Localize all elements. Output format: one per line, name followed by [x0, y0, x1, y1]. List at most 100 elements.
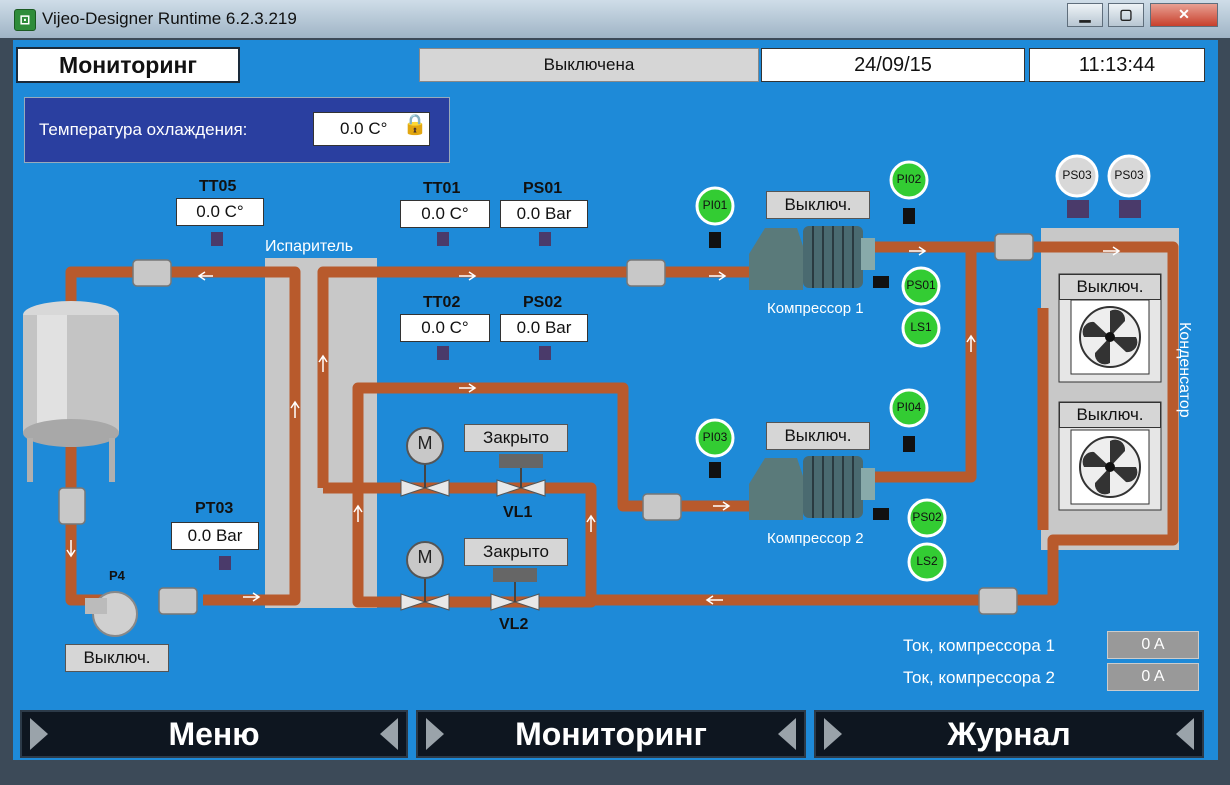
flow-arrow	[1103, 246, 1121, 256]
pump-label: P4	[109, 568, 125, 583]
triangle-left-icon	[426, 718, 444, 750]
nav-menu-button[interactable]: Меню	[20, 710, 408, 758]
flow-arrow	[709, 271, 727, 281]
motor-icon: M	[417, 433, 433, 453]
compressor-1[interactable]	[749, 226, 875, 290]
flow-arrow	[586, 514, 596, 532]
valve-vl1-group[interactable]	[400, 427, 546, 497]
date-display: 24/09/15	[761, 48, 1025, 82]
hand-valve[interactable]	[626, 259, 666, 287]
ps01-value: 0.0 Bar	[500, 200, 588, 228]
probe-icon	[539, 346, 551, 360]
valve1-label: VL1	[503, 504, 533, 521]
nav-menu-label: Меню	[168, 716, 260, 752]
triangle-right-icon	[1176, 718, 1194, 750]
fan2-state[interactable]: Выключ.	[1059, 402, 1161, 428]
indicator-pi04-label: PI04	[896, 400, 922, 414]
current1-label: Ток, компрессора 1	[903, 636, 1056, 655]
current2-label: Ток, компрессора 2	[903, 668, 1056, 687]
lock-icon[interactable]: 🔒	[402, 114, 428, 136]
indicator-pi01	[695, 186, 735, 226]
probe-icon	[539, 232, 551, 246]
flow-arrow	[713, 501, 731, 511]
flow-arrow	[966, 334, 976, 352]
close-button[interactable]: ✕	[1150, 3, 1218, 27]
tt01-value: 0.0 C°	[400, 200, 490, 228]
valve-vl2-group[interactable]	[400, 541, 540, 611]
pipe-return-tank	[65, 266, 301, 606]
hand-valve[interactable]	[158, 587, 198, 615]
switch-icon	[873, 276, 889, 288]
indicator-pi01-label: PI01	[702, 198, 728, 212]
tt02-tag: TT02	[423, 294, 461, 311]
ps01-tag: PS01	[523, 180, 563, 197]
fan1-state[interactable]: Выключ.	[1059, 274, 1161, 300]
current2-value: 0 A	[1107, 663, 1199, 691]
probe-icon	[437, 232, 449, 246]
screen-title: Мониторинг	[16, 47, 240, 83]
tt05-tag: TT05	[199, 178, 237, 195]
indicator-pi03	[695, 418, 735, 458]
hand-valve[interactable]	[642, 493, 682, 521]
window-title: Vijeo-Designer Runtime 6.2.3.219	[42, 9, 297, 28]
flow-arrow	[197, 271, 213, 281]
indicator-ls2-label: LS2	[916, 554, 938, 568]
app-icon: ⊡	[14, 9, 36, 31]
switch-icon	[873, 508, 889, 520]
flow-arrow	[243, 592, 261, 602]
pump-state[interactable]: Выключ.	[65, 644, 169, 672]
indicator-ps01	[901, 266, 941, 306]
process-diagram	[23, 154, 1179, 637]
storage-tank	[23, 301, 119, 482]
system-status: Выключена	[419, 48, 759, 82]
gauge-ps03-b-label: PS03	[1114, 168, 1144, 182]
cooling-temp-input[interactable]: 0.0 C°	[313, 112, 430, 146]
indicator-ls2	[907, 542, 947, 582]
comp2-state[interactable]: Выключ.	[766, 422, 870, 450]
tt05-value: 0.0 C°	[176, 198, 264, 226]
evaporator-label: Испаритель	[265, 238, 354, 255]
pipe-to-compressor1	[317, 266, 753, 488]
minimize-button[interactable]: ▁	[1067, 3, 1103, 27]
gauge-ps03-b	[1107, 154, 1151, 198]
valve2-state[interactable]: Закрыто	[464, 538, 568, 566]
indicator-pi02	[889, 160, 929, 200]
switch-icon	[709, 462, 721, 478]
compressor-2[interactable]	[749, 456, 875, 520]
flow-arrow	[705, 595, 723, 605]
switch-icon	[903, 208, 915, 224]
hand-valve[interactable]	[132, 259, 172, 287]
indicator-pi03-label: PI03	[702, 430, 728, 444]
pump-p4[interactable]	[85, 591, 138, 637]
ps02-tag: PS02	[523, 294, 563, 311]
comp1-state[interactable]: Выключ.	[766, 191, 870, 219]
gauge-ps03-a-label: PS03	[1062, 168, 1092, 182]
hand-valve[interactable]	[58, 487, 86, 525]
flow-arrow	[459, 271, 477, 281]
nav-monitoring-button[interactable]: Мониторинг	[416, 710, 806, 758]
indicator-ls1-label: LS1	[910, 320, 932, 334]
hand-valve[interactable]	[994, 233, 1034, 261]
indicator-pi02-label: PI02	[896, 172, 922, 186]
probe-icon	[1067, 200, 1089, 218]
pipe-valves	[323, 382, 773, 608]
nav-journal-label: Журнал	[947, 716, 1071, 752]
pipe-condenser-return	[591, 308, 1179, 606]
cooling-temp-label: Температура охлаждения:	[39, 120, 248, 139]
gauge-ps03-a	[1055, 154, 1099, 198]
hmi-screen: Мониторинг Выключена 24/09/15 11:13:44 Т…	[13, 40, 1218, 760]
valve1-state[interactable]: Закрыто	[464, 424, 568, 452]
pt03-tag: PT03	[195, 500, 234, 517]
pipe-comp2-join	[873, 247, 977, 483]
compressor2-label: Компрессор 2	[767, 530, 864, 547]
tt01-tag: TT01	[423, 180, 461, 197]
indicator-ps02-label: PS02	[912, 510, 942, 524]
compressor1-label: Компрессор 1	[767, 300, 864, 317]
probe-icon	[1119, 200, 1141, 218]
nav-journal-button[interactable]: Журнал	[814, 710, 1204, 758]
hand-valve[interactable]	[978, 587, 1018, 615]
restore-button[interactable]: ▢	[1108, 3, 1144, 27]
flow-arrow	[353, 504, 363, 522]
motor-icon: M	[417, 547, 433, 567]
